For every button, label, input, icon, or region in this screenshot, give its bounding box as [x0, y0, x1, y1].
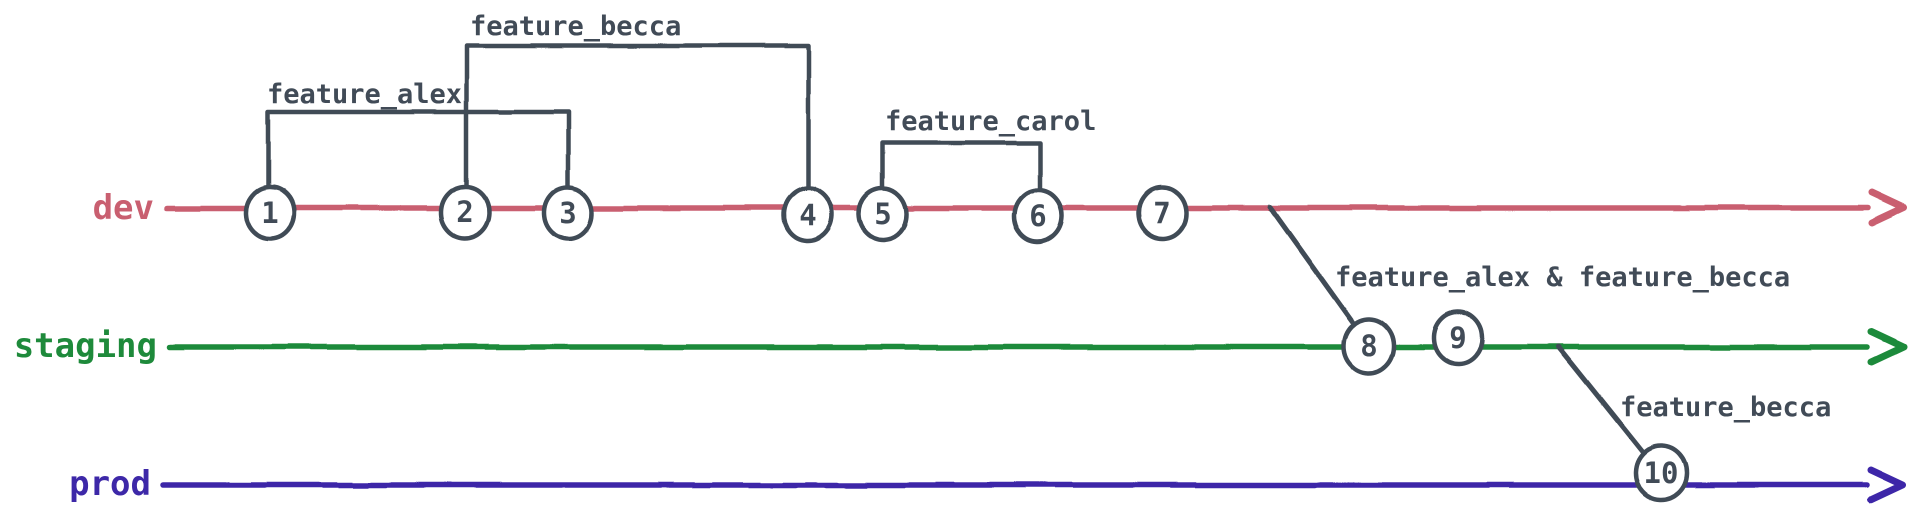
commit-number-1: 1 [261, 196, 278, 230]
dev-arrowhead-icon [1868, 189, 1908, 227]
branch-label-staging: staging [14, 326, 157, 366]
branch-label-dev: dev [93, 188, 154, 228]
feature-alex-label: feature_alex [267, 79, 462, 110]
commit-node-2 [438, 183, 492, 241]
commit-number-2: 2 [456, 195, 473, 229]
feature-carol-bracket [880, 140, 1043, 195]
commit-node-7 [1135, 184, 1189, 242]
staging-arrowhead-icon [1868, 328, 1908, 366]
feature-becca-label: feature_becca [470, 11, 681, 42]
merge-label-staging: feature_alex & feature_becca [1335, 262, 1790, 293]
merge-staging-to-prod-line [1555, 344, 1658, 471]
merge-dev-to-staging-line [1267, 204, 1369, 344]
commit-number-5: 5 [874, 197, 891, 231]
branch-label-prod: prod [69, 464, 151, 504]
commit-node-10 [1632, 443, 1690, 503]
merge-label-prod: feature_becca [1620, 392, 1831, 423]
commit-node-3 [541, 184, 595, 242]
feature-alex-bracket [265, 109, 571, 193]
commit-node-8 [1341, 316, 1397, 376]
commit-number-4: 4 [799, 198, 816, 232]
commit-node-4 [781, 186, 835, 244]
feature-carol-label: feature_carol [885, 106, 1096, 137]
commit-node-9 [1431, 309, 1485, 367]
commit-number-10: 10 [1644, 456, 1679, 490]
prod-arrowhead-icon [1866, 466, 1906, 504]
commit-number-6: 6 [1029, 199, 1046, 233]
commit-number-7: 7 [1153, 196, 1170, 230]
commit-node-1 [243, 184, 297, 242]
commit-number-9: 9 [1449, 321, 1466, 355]
labels-layer: dev staging prod feature_alex feature_be… [14, 11, 1832, 504]
commit-number-8: 8 [1360, 329, 1377, 363]
commit-node-6 [1011, 187, 1065, 245]
commit-node-5 [856, 185, 910, 243]
feature-becca-bracket [463, 43, 811, 194]
commit-number-3: 3 [559, 196, 576, 230]
